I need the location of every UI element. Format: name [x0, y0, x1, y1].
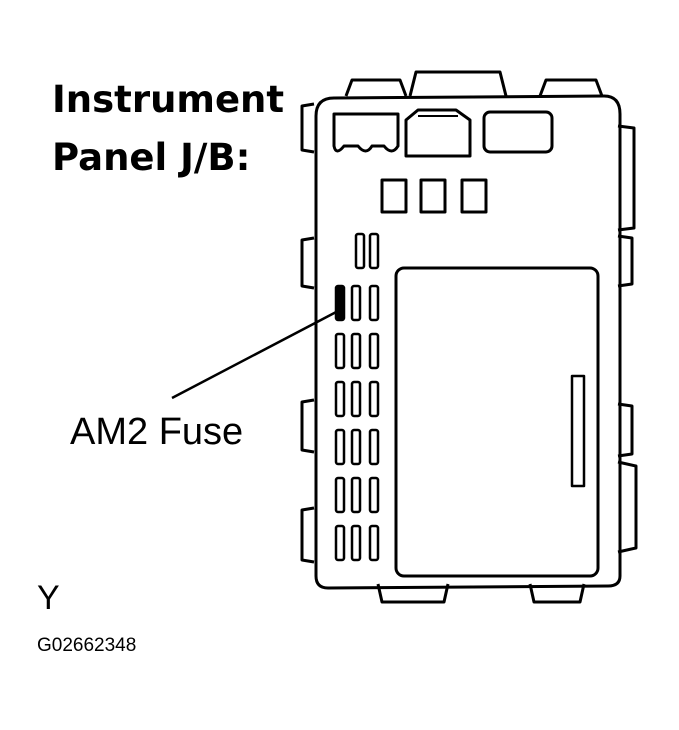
title-line-2: Panel J/B: — [52, 136, 251, 179]
relay-row — [380, 178, 488, 214]
panel-slot — [570, 374, 586, 488]
large-panel — [394, 266, 600, 578]
title-line-1: Instrument — [52, 78, 285, 121]
am2-fuse-label: AM2 Fuse — [70, 411, 244, 453]
housing-outline — [314, 94, 622, 590]
am2-leader-line — [171, 308, 341, 400]
am2-fuse — [334, 284, 346, 322]
housing-tabs — [300, 70, 638, 604]
top-connectors — [332, 108, 554, 158]
fuse-grid — [334, 232, 380, 562]
view-label: Y — [37, 579, 60, 617]
figure-code: G02662348 — [37, 635, 137, 656]
